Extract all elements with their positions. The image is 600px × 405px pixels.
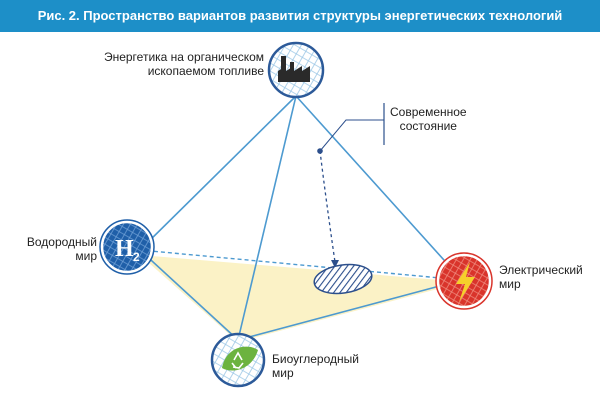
hydrogen-label-line1: Водородный [26,235,97,249]
trajectory-arrow [319,150,336,263]
fossil-label-line1: Энергетика на органическом [103,50,264,64]
factory-icon [278,56,310,82]
lightning-icon [456,262,475,302]
trajectory-arrowhead [331,260,339,268]
hydrogen-h-label: H [115,236,134,262]
biocarbon-label: Биоуглеродный мир [272,352,359,380]
biocarbon-label-line2: мир [272,366,294,380]
hydrogen-node: H 2 [99,219,155,275]
fossil-label-line2: ископаемом топливе [147,64,264,78]
hydrogen-label: Водородный мир [27,235,97,263]
target-region [313,263,373,295]
edge-apex-electric [295,95,463,281]
figure-title: Рис. 2. Пространство вариантов развития … [0,0,600,32]
electric-label-line2: мир [499,277,521,291]
electric-node [435,252,493,310]
current-state-line1: Современное [390,105,467,119]
electric-label-line1: Электрический [499,263,583,277]
edge-hydrogen-electric-hidden [139,249,463,281]
base-plane [140,255,464,342]
edge-biocarbon-electric [237,279,463,341]
fossil-label: Энергетика на органическом ископаемом то… [104,50,264,78]
biocarbon-label-line1: Биоуглеродный [272,352,359,366]
callout-line [319,119,384,152]
electric-label: Электрический мир [499,263,583,291]
hydrogen-sub-label: 2 [133,250,140,264]
recycle-icon [231,351,244,369]
leaf-icon [222,346,258,371]
hydrogen-label-line2: мир [75,249,97,263]
current-state-label: Современное состояние [390,105,467,133]
hydrogen-globe [100,220,154,274]
biocarbon-node [210,332,266,388]
pyramid-edges [139,95,463,341]
fossil-node [267,41,325,99]
edge-apex-hydrogen [139,95,297,251]
edge-apex-biocarbon [237,95,297,341]
edge-hydrogen-biocarbon [139,249,239,341]
current-state-line2: состояние [399,119,457,133]
